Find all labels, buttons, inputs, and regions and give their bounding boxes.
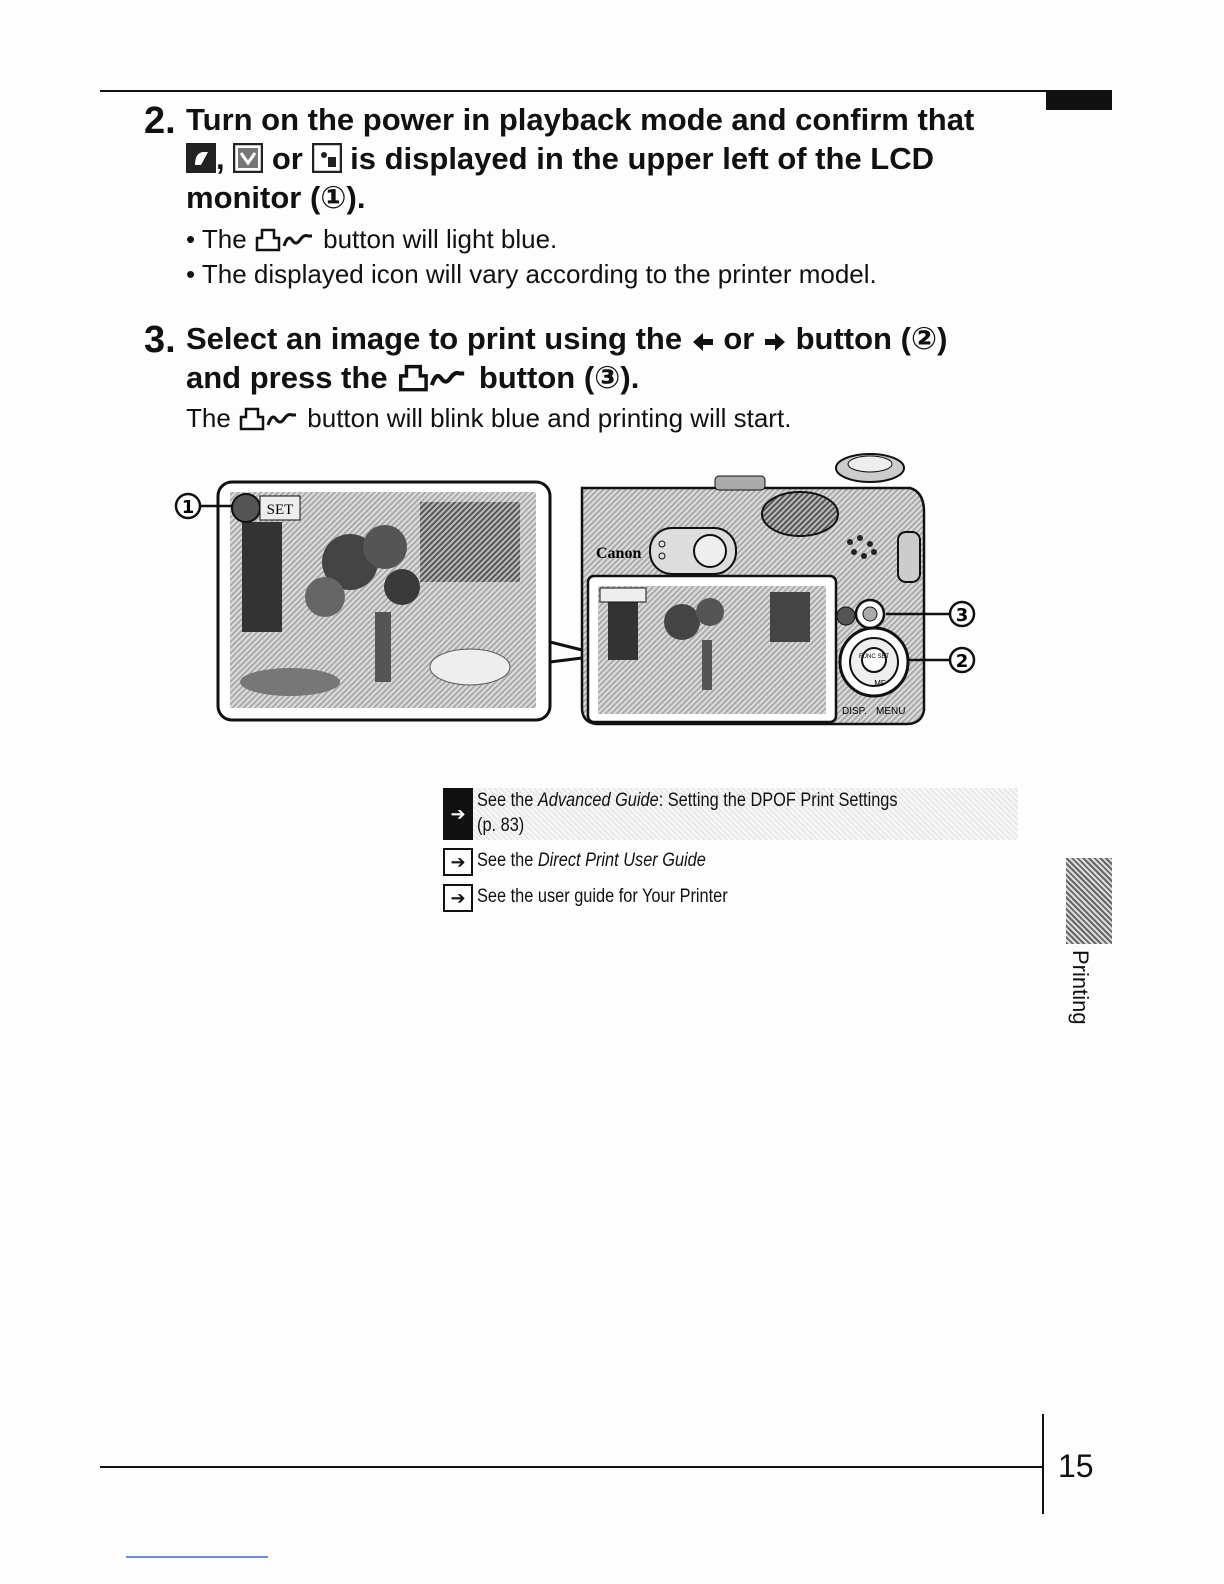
- step-2-heading-rest: is displayed in the upper left of the LC…: [350, 141, 935, 176]
- page-number: 15: [1058, 1448, 1094, 1484]
- top-rule: [100, 90, 1112, 92]
- reference-printer-guide[interactable]: ➔ See the user guide for Your Printer: [443, 884, 1023, 912]
- mf-label: MF: [874, 679, 886, 688]
- printer-connected-icon-2: [233, 143, 264, 173]
- lcd-enlarged-view: SET: [216, 480, 552, 722]
- disp-label: DISP.: [842, 706, 867, 717]
- camera-playback-illustration: SET 1 Canon: [174, 453, 976, 726]
- or-text: or: [271, 141, 303, 176]
- brand-label: Canon: [596, 545, 641, 562]
- side-tab-marker: [1066, 858, 1112, 944]
- step-2-heading-line-3: monitor (①).: [186, 180, 366, 215]
- set-label: SET: [267, 502, 294, 518]
- svg-text:1: 1: [182, 497, 195, 518]
- reference-direct-print-guide[interactable]: ➔ See the Direct Print User Guide: [443, 848, 1023, 876]
- step-3-heading-line-1: Select an image to print using the or bu…: [186, 321, 948, 356]
- reference-text: See the user guide for Your Printer: [477, 886, 728, 907]
- reference-arrow-icon: ➔: [443, 788, 473, 840]
- printer-connected-icon-1: [186, 143, 216, 173]
- print-share-button-icon: [399, 364, 465, 392]
- callout-1: 1: [174, 492, 232, 520]
- scan-artifact-line: [126, 1556, 268, 1558]
- print-share-button-icon: [255, 228, 312, 252]
- menu-label: MENU: [876, 706, 905, 717]
- svg-text:2: 2: [956, 651, 969, 672]
- callout-3: 3: [886, 600, 976, 628]
- page-number-divider: [1042, 1414, 1044, 1514]
- svg-text:3: 3: [956, 605, 969, 626]
- side-tab-label: Printing: [1068, 950, 1093, 1025]
- reference-text: See the Advanced Guide: Setting the DPOF…: [477, 790, 898, 836]
- camera-back: Canon FUNC SET MF DISP. MENU: [580, 453, 926, 726]
- bottom-rule: [100, 1466, 1042, 1468]
- step-3-number: 3.: [144, 319, 176, 361]
- right-arrow-icon: [764, 333, 785, 351]
- step-2-bullet-1: • The button will light blue.: [186, 224, 558, 254]
- separator-comma: ,: [216, 141, 225, 176]
- func-set-label: FUNC SET: [859, 654, 889, 660]
- callout-2: 2: [908, 646, 976, 674]
- section-tab-marker: [1046, 90, 1112, 110]
- step-3-heading-line-2: and press the button (③).: [186, 360, 640, 395]
- print-share-button-icon: [239, 407, 297, 431]
- reference-list: ➔ See the Advanced Guide: Setting the DP…: [443, 788, 1023, 920]
- reference-arrow-icon: ➔: [443, 848, 473, 876]
- reference-text: See the Direct Print User Guide: [477, 850, 706, 871]
- flower-bouquet: [305, 525, 420, 682]
- reference-arrow-icon: ➔: [443, 884, 473, 912]
- step-2-heading-line-2: , or is displayed in the upper left of t…: [186, 139, 934, 178]
- step-2-heading-line-1: Turn on the power in playback mode and c…: [186, 102, 975, 137]
- step-3-body: The button will blink blue and printing …: [186, 403, 792, 433]
- step-2-bullet-2: • The displayed icon will vary according…: [186, 259, 877, 289]
- left-arrow-icon: [692, 333, 713, 351]
- printer-connected-icon-3: [311, 143, 342, 173]
- reference-advanced-guide[interactable]: ➔ See the Advanced Guide: Setting the DP…: [443, 788, 1018, 840]
- step-2-number: 2.: [144, 100, 176, 142]
